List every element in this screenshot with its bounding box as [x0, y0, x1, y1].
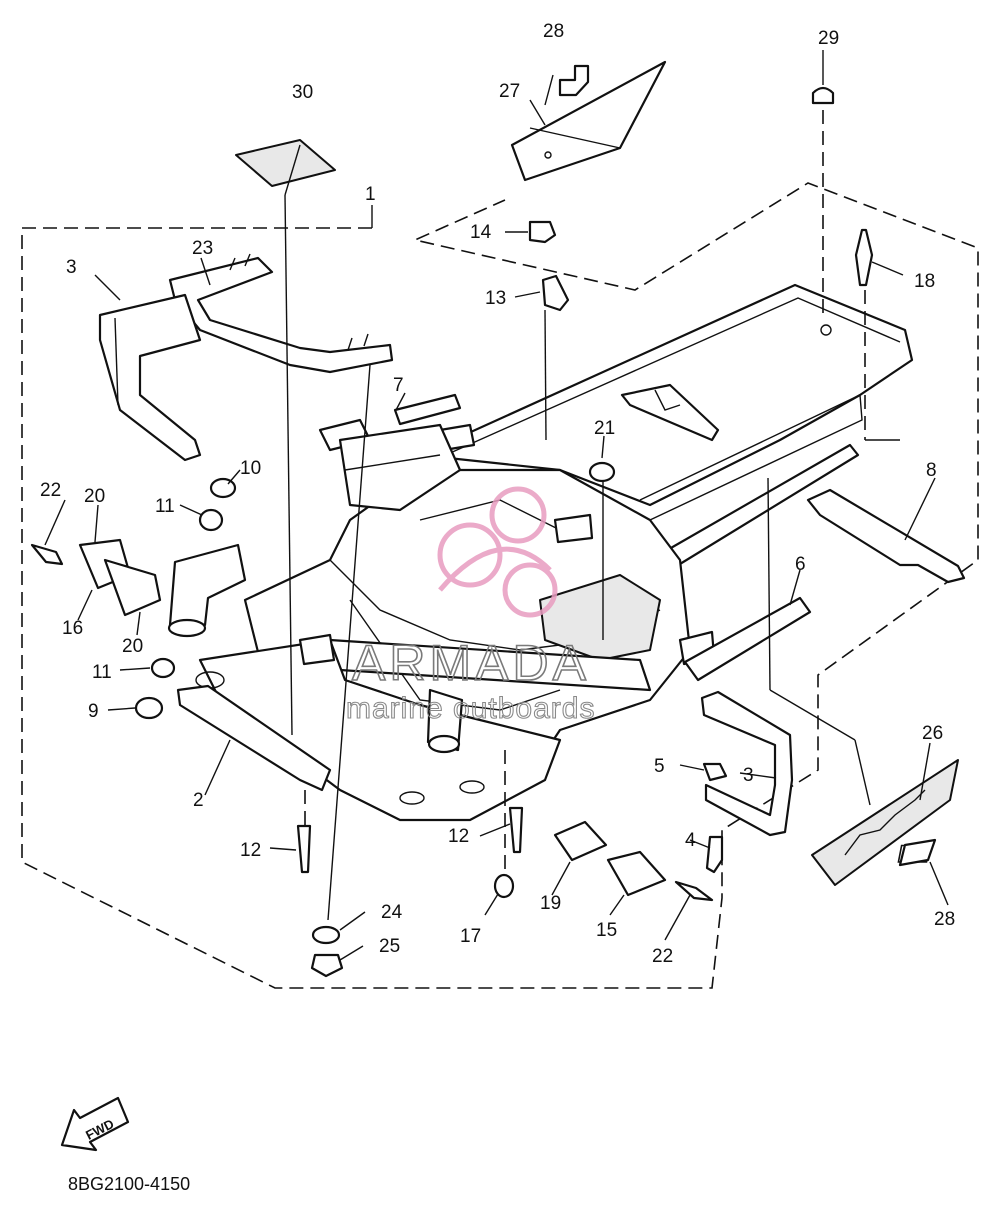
part-12-bolt-left: [296, 824, 312, 874]
callout-5: 5: [654, 756, 665, 777]
part-18-pin: [854, 228, 874, 287]
part-21-plug: [588, 461, 616, 483]
part-11-bushing-upper: [198, 508, 224, 532]
callout-4: 4: [685, 830, 696, 851]
callout-labels: 1 2 3 3 4 5 6 7 8 9 10 11 11 12 12 13 14…: [40, 21, 955, 967]
callout-20-lower: 20: [122, 636, 143, 657]
part-22-bolt-left: [30, 543, 64, 566]
watermark-logo-icon: [437, 486, 558, 618]
part-2-bracket: [176, 684, 332, 792]
callout-24: 24: [381, 902, 403, 923]
callout-22-right: 22: [652, 946, 673, 967]
callout-30: 30: [292, 82, 313, 103]
callout-3-left: 3: [66, 257, 77, 278]
part-15-plate: [606, 850, 667, 897]
callout-16: 16: [62, 618, 83, 639]
part-3-bumper-left: [98, 293, 202, 462]
fwd-arrow-icon: FWD: [60, 1096, 130, 1152]
part-3-bumper-right: [700, 690, 794, 837]
callout-1: 1: [365, 184, 376, 205]
callout-14: 14: [470, 222, 492, 243]
callout-12-center: 12: [448, 826, 469, 847]
callout-3-right: 3: [743, 765, 754, 786]
part-14-nut: [528, 220, 557, 244]
part-9-grommet: [134, 696, 164, 720]
watermark: ARMADA marine outboards: [345, 486, 595, 726]
callout-7: 7: [393, 375, 404, 396]
callout-15: 15: [596, 920, 617, 941]
part-7-rail: [393, 393, 462, 426]
part-26-decal: [811, 759, 959, 886]
callout-28-top: 28: [543, 21, 564, 42]
part-10-grommet: [209, 477, 237, 499]
callout-29: 29: [818, 28, 839, 49]
part-22-bolt-right: [674, 880, 714, 902]
leader-lines: [44, 50, 949, 961]
callout-6: 6: [795, 554, 806, 575]
callout-8: 8: [926, 460, 937, 481]
part-25-nut: [310, 953, 344, 978]
part-4-bolt: [705, 835, 724, 874]
callout-17: 17: [460, 926, 481, 947]
part-28-clip-top: [558, 64, 590, 97]
part-8-rail: [806, 488, 966, 584]
part-12-bolt-center: [508, 806, 524, 854]
callout-25: 25: [379, 936, 400, 957]
part-29-cap: [811, 86, 835, 105]
watermark-brand: ARMADA: [352, 635, 590, 691]
callout-11-lower: 11: [92, 662, 112, 683]
part-20-plate: [103, 558, 162, 617]
callout-21: 21: [594, 418, 615, 439]
callout-12-left: 12: [240, 840, 261, 861]
part-5-nut: [702, 762, 728, 782]
part-13-clip: [541, 274, 570, 312]
diagram-part-code: 8BG2100-4150: [68, 1174, 190, 1194]
part-23-grab-handle: [168, 253, 394, 374]
steering-post: [167, 543, 247, 638]
callout-18: 18: [914, 271, 935, 292]
part-30-pad: [235, 139, 336, 187]
assembly-boundary: [21, 182, 979, 989]
part-17-grommet: [493, 873, 515, 899]
callout-11-upper: 11: [155, 496, 175, 517]
callout-22-left: 22: [40, 480, 61, 501]
callout-28-bottom: 28: [934, 909, 955, 930]
callout-13: 13: [485, 288, 506, 309]
watermark-tagline: marine outboards: [346, 692, 595, 725]
callout-9: 9: [88, 701, 99, 722]
callout-26: 26: [922, 723, 943, 744]
part-24-collar: [311, 925, 341, 945]
part-27-bracket: [510, 60, 667, 182]
callout-19: 19: [540, 893, 561, 914]
callout-2: 2: [193, 790, 204, 811]
part-19-plate: [553, 820, 608, 862]
callout-10: 10: [240, 458, 261, 479]
callout-20-upper: 20: [84, 486, 105, 507]
callout-27: 27: [499, 81, 520, 102]
part-6-rail: [683, 596, 812, 682]
part-11-bushing-lower: [150, 657, 176, 679]
part-28-emblem: [898, 838, 937, 867]
callout-23: 23: [192, 238, 213, 259]
